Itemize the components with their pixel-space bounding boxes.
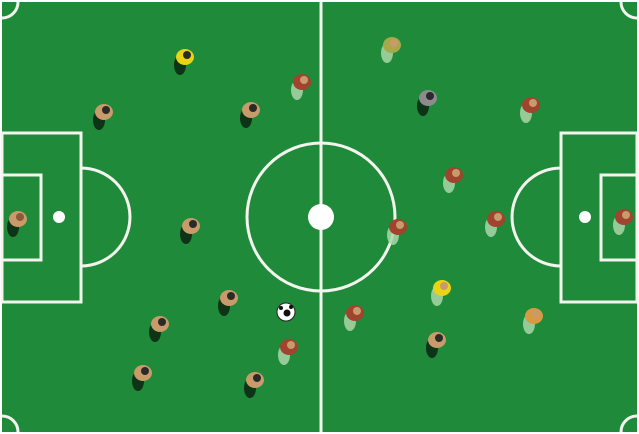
player-head [396, 221, 404, 229]
player-head [249, 104, 257, 112]
player-head [253, 374, 261, 382]
player-head [390, 39, 398, 47]
player-head [300, 76, 308, 84]
right-penalty-spot [579, 211, 591, 223]
left-penalty-spot [53, 211, 65, 223]
player-head [227, 292, 235, 300]
player-head [622, 211, 630, 219]
player-head [287, 341, 295, 349]
player-head [16, 213, 24, 221]
match-ball [277, 303, 295, 321]
player-head [141, 367, 149, 375]
player-head [440, 282, 448, 290]
ball-patch [279, 306, 283, 310]
player-head [183, 51, 191, 59]
player-head [426, 92, 434, 100]
center-spot [308, 204, 334, 230]
player-head [494, 213, 502, 221]
player-head [435, 334, 443, 342]
player-head [353, 307, 361, 315]
ball-patch [284, 310, 291, 317]
ball-patch [289, 305, 293, 309]
player-head [532, 310, 540, 318]
player-head [158, 318, 166, 326]
player-head [189, 220, 197, 228]
player-head [529, 99, 537, 107]
player-head [452, 169, 460, 177]
player-head [102, 106, 110, 114]
